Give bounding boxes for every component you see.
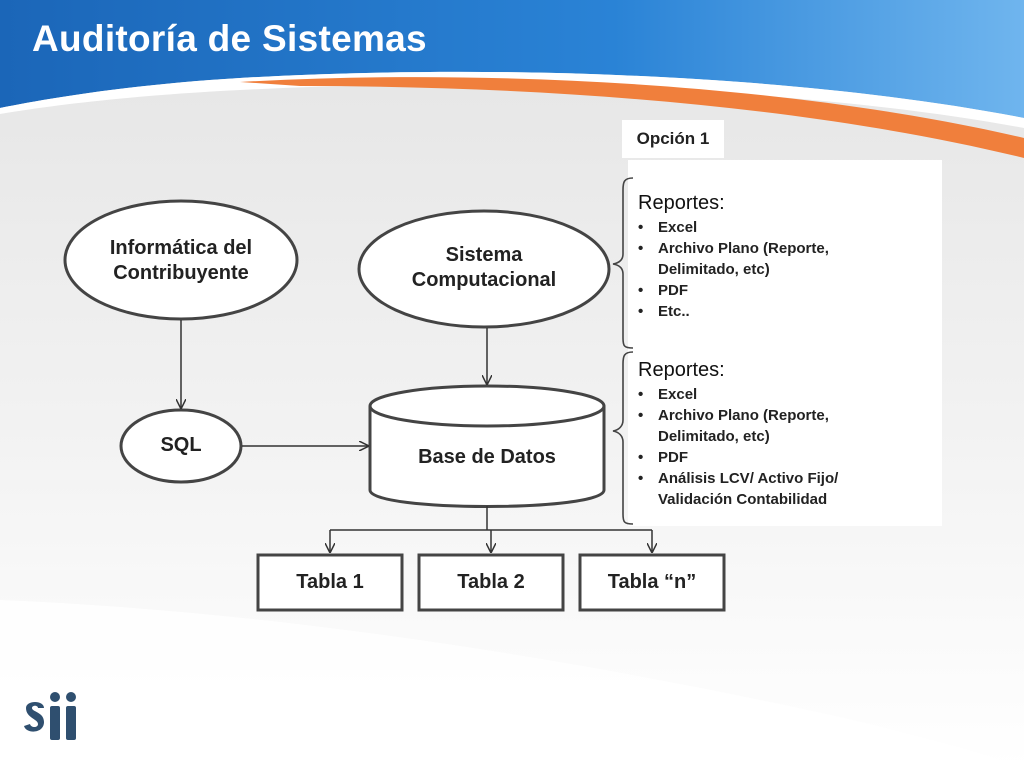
brace-top [612,177,634,349]
reportes-bottom-list: Excel Archivo Plano (Reporte, Delimitado… [630,384,888,510]
reportes-top-title: Reportes: [638,192,725,214]
reportes-top: Reportes: Excel Archivo Plano (Reporte, … [630,192,888,322]
tabla1-box [256,553,404,612]
base-label: Base de Datos [418,445,556,468]
option-label: Opción 1 [622,120,724,158]
list-item: Excel [638,384,888,405]
base-to-tables-connector [330,506,652,552]
sistema-label: Sistema Computacional [411,244,557,291]
list-item: Archivo Plano (Reporte, Delimitado, etc) [638,238,888,280]
informatica-label: Informática del Contribuyente [109,237,253,284]
list-item: Archivo Plano (Reporte, Delimitado, etc) [638,405,888,447]
tabla2-label: Tabla 2 [457,571,525,593]
list-item: Análisis LCV/ Activo Fijo/ Validación Co… [638,468,888,510]
list-item: PDF [638,280,888,301]
brace-bottom [612,351,634,525]
sii-logo-icon [24,692,76,740]
sql-label: SQL [160,433,202,456]
reportes-bottom-title: Reportes: [638,359,725,381]
tabla1-label: Tabla 1 [296,571,364,593]
sql-ellipse [119,408,243,484]
reportes-bottom: Reportes: Excel Archivo Plano (Reporte, … [630,359,888,510]
slide-title: Auditoría de Sistemas [32,18,427,59]
informatica-ellipse [63,199,299,321]
sistema-ellipse [357,209,611,329]
tablan-label: Tabla “n” [607,571,697,593]
tabla2-box [417,553,565,612]
reportes-top-list: Excel Archivo Plano (Reporte, Delimitado… [630,217,888,322]
list-item: Etc.. [638,301,888,322]
list-item: PDF [638,447,888,468]
list-item: Excel [638,217,888,238]
tablan-box [578,553,726,612]
